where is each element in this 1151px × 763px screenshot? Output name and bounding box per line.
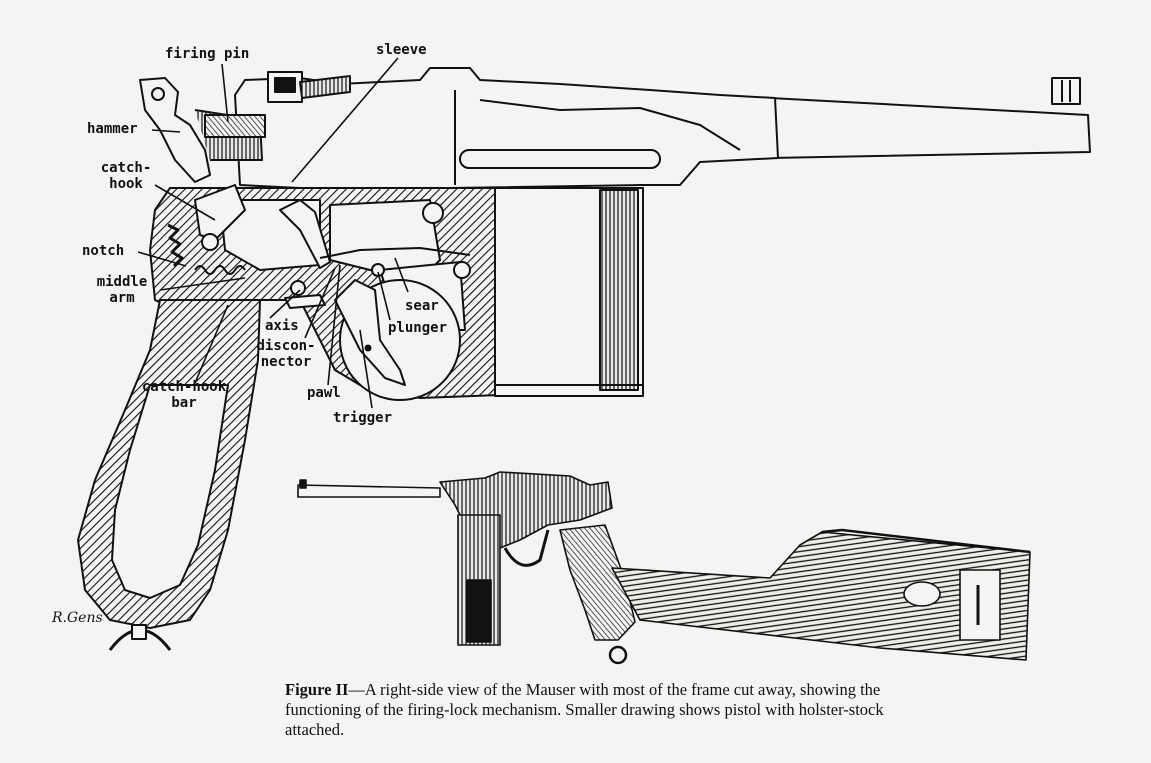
caption-text: —A right-side view of the Mauser with mo… — [285, 680, 884, 739]
label-notch: notch — [82, 243, 125, 259]
caption-figure-number: Figure II — [285, 680, 349, 699]
label-trigger: trigger — [333, 410, 393, 426]
label-catch-hook-bar-line2: bar — [171, 395, 197, 411]
artist-signature: R.Gens — [52, 610, 103, 626]
label-catch-hook-bar-line1: catch-hook — [141, 379, 227, 395]
figure-caption: Figure II—A right-side view of the Mause… — [285, 680, 925, 740]
label-catch-hook-line2: hook — [109, 176, 143, 192]
stock-medallion — [903, 581, 941, 607]
label-middle-arm-line1: middle — [96, 274, 148, 290]
firing-pin — [204, 114, 266, 138]
barrel — [769, 97, 1091, 159]
label-disconnector-line2: nector — [260, 354, 312, 370]
label-axis: axis — [265, 318, 299, 334]
trigger-part — [334, 279, 406, 386]
label-sear: sear — [405, 298, 439, 314]
front-sight — [1051, 77, 1081, 105]
catch-hook-part — [194, 184, 246, 241]
label-middle-arm: middle arm — [89, 274, 155, 306]
label-catch-hook: catch- hook — [95, 160, 157, 192]
label-hammer: hammer — [87, 121, 138, 137]
label-catch-hook-bar: catch-hook bar — [138, 379, 230, 411]
label-sleeve: sleeve — [376, 42, 427, 58]
label-plunger: plunger — [388, 320, 448, 336]
label-disconnector-line1: discon- — [256, 338, 316, 354]
large-pistol-cutaway — [77, 67, 1091, 651]
label-firing-pin: firing pin — [165, 46, 250, 62]
label-catch-hook-line1: catch- — [100, 160, 152, 176]
label-disconnector: discon- nector — [250, 338, 322, 370]
hammer — [139, 77, 211, 183]
label-pawl: pawl — [307, 385, 341, 401]
sear-lever — [279, 199, 331, 269]
leader-lines — [137, 57, 409, 409]
grip-cutout — [111, 384, 229, 599]
small-barrel — [297, 484, 441, 498]
small-grip — [559, 524, 636, 641]
receiver-slot — [459, 149, 661, 169]
stock-latch — [959, 569, 1001, 641]
small-pistol-with-stock — [297, 471, 1031, 665]
label-middle-arm-line2: arm — [109, 290, 135, 306]
